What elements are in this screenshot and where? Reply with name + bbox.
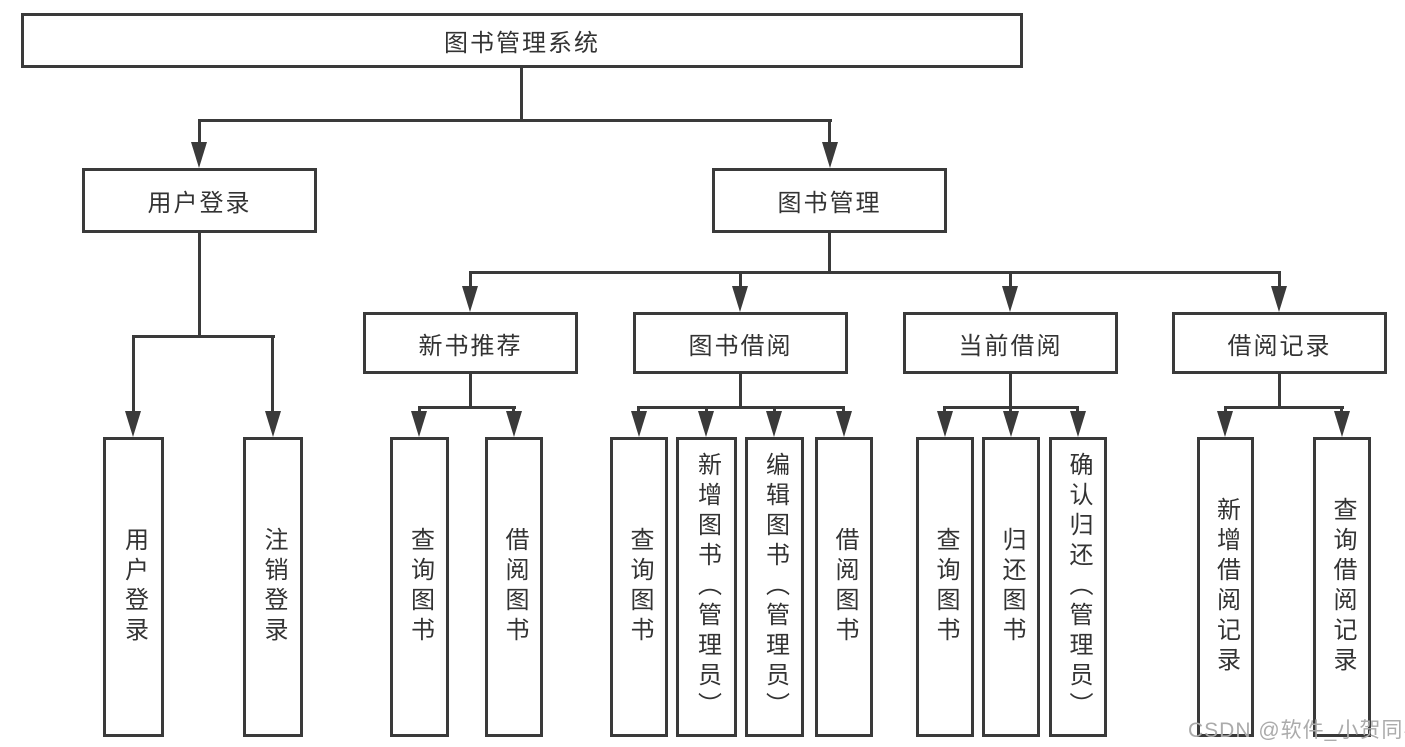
connector-mgmt-branch-3	[1009, 271, 1012, 291]
leaf-bb-edit-books-admin: 编辑图书（管理员）	[745, 437, 804, 737]
arrow-down-icon	[1217, 411, 1233, 437]
arrow-down-icon	[631, 411, 647, 437]
connector-br-stem	[1278, 372, 1281, 409]
connector-nb-stem	[469, 372, 472, 409]
connector-root-bar	[198, 119, 832, 122]
connector-mgmt-branch-2	[739, 271, 742, 291]
arrow-down-icon	[1271, 286, 1287, 312]
arrow-down-icon	[462, 286, 478, 312]
leaf-nb-borrow-books: 借阅图书	[485, 437, 543, 737]
arrow-down-icon	[125, 411, 141, 437]
leaf-br-add-record: 新增借阅记录	[1197, 437, 1254, 737]
connector-mgmt-bar	[469, 271, 1281, 274]
connector-login-bar	[132, 335, 275, 338]
csdn-watermark: CSDN @软件_小贺同学	[1188, 719, 1405, 742]
connector-bb-stem	[739, 372, 742, 409]
connector-br-bar	[1224, 406, 1344, 409]
leaf-bb-add-books-admin: 新增图书（管理员）	[676, 437, 737, 737]
connector-nb-bar	[418, 406, 516, 409]
connector-root-branch-left	[198, 119, 201, 145]
node-book-borrow: 图书借阅	[633, 312, 848, 374]
connector-cb-stem	[1009, 372, 1012, 409]
connector-mgmt-stem	[828, 231, 831, 274]
arrow-down-icon	[1070, 411, 1086, 437]
arrow-down-icon	[766, 411, 782, 437]
connector-mgmt-branch-1	[469, 271, 472, 291]
leaf-cb-confirm-return-admin: 确认归还（管理员）	[1049, 437, 1107, 737]
node-book-management: 图书管理	[712, 168, 947, 233]
connector-root-branch-right	[828, 119, 831, 145]
node-root-system: 图书管理系统	[21, 13, 1023, 68]
node-user-login: 用户登录	[82, 168, 317, 233]
connector-login-branch-1	[132, 335, 135, 415]
leaf-cb-query-books: 查询图书	[916, 437, 974, 737]
arrow-down-icon	[411, 411, 427, 437]
arrow-down-icon	[732, 286, 748, 312]
connector-bb-bar	[637, 406, 845, 409]
arrow-down-icon	[822, 142, 838, 168]
arrow-down-icon	[506, 411, 522, 437]
connector-login-stem	[198, 231, 201, 338]
leaf-bb-borrow-books: 借阅图书	[815, 437, 873, 737]
arrow-down-icon	[698, 411, 714, 437]
arrow-down-icon	[937, 411, 953, 437]
node-new-book-recommend: 新书推荐	[363, 312, 578, 374]
node-current-borrow: 当前借阅	[903, 312, 1118, 374]
leaf-user-login: 用户登录	[103, 437, 164, 737]
node-borrow-record: 借阅记录	[1172, 312, 1387, 374]
leaf-logout: 注销登录	[243, 437, 303, 737]
arrow-down-icon	[1003, 411, 1019, 437]
leaf-bb-query-books: 查询图书	[610, 437, 668, 737]
leaf-br-query-record: 查询借阅记录	[1313, 437, 1371, 737]
connector-login-branch-2	[271, 335, 274, 415]
arrow-down-icon	[1002, 286, 1018, 312]
arrow-down-icon	[265, 411, 281, 437]
arrow-down-icon	[836, 411, 852, 437]
leaf-nb-query-books: 查询图书	[390, 437, 449, 737]
arrow-down-icon	[191, 142, 207, 168]
leaf-cb-return-books: 归还图书	[982, 437, 1040, 737]
connector-root-stem	[520, 66, 523, 122]
connector-mgmt-branch-4	[1278, 271, 1281, 291]
arrow-down-icon	[1334, 411, 1350, 437]
